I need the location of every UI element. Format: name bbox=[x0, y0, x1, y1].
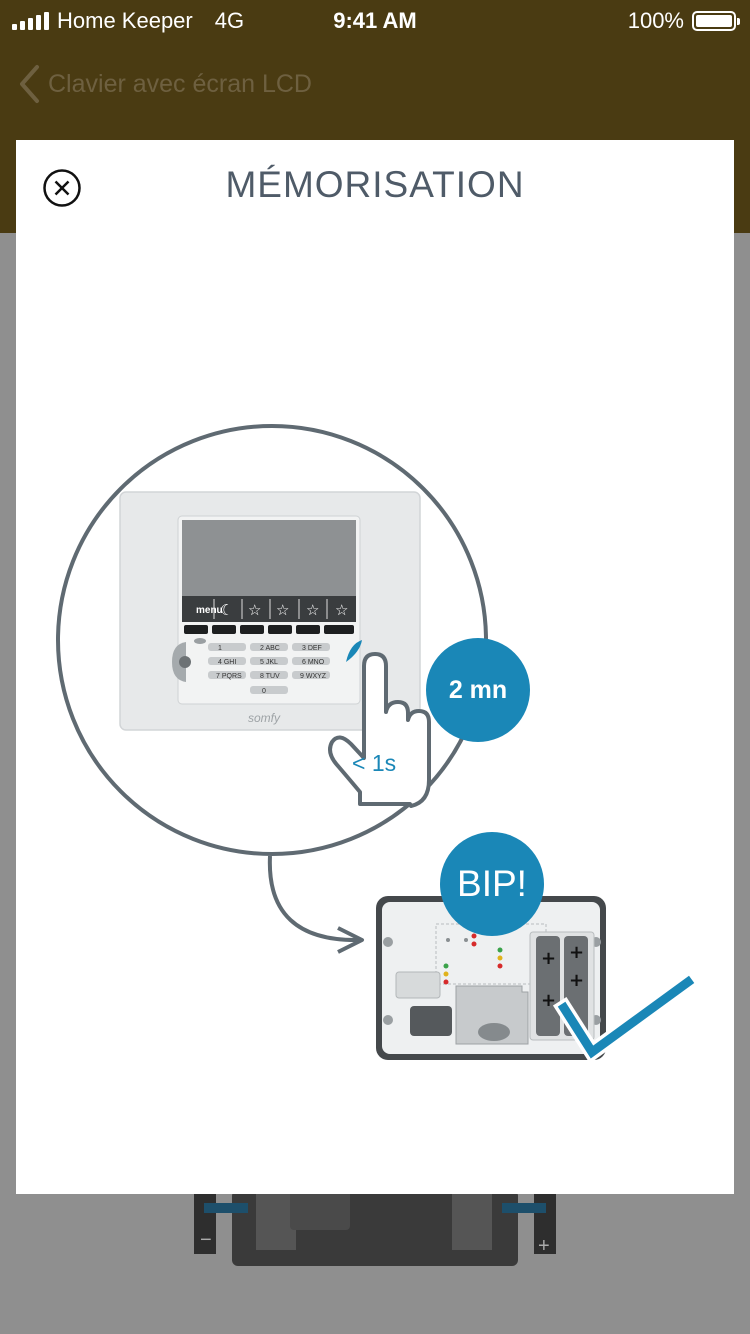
svg-text:+: + bbox=[541, 990, 556, 1011]
timer-badge: 2 mn bbox=[426, 638, 530, 742]
keypad-key: 8 TUV bbox=[260, 673, 280, 680]
keypad-key: 3 DEF bbox=[302, 645, 322, 652]
status-left: Home Keeper 4G bbox=[12, 8, 244, 34]
lcd-screen bbox=[182, 520, 356, 598]
battery-icon bbox=[692, 11, 740, 31]
svg-text:+: + bbox=[569, 942, 584, 963]
star-icon: ☆ bbox=[248, 601, 261, 619]
keypad-menu-label: menu bbox=[196, 605, 223, 616]
highlight-key bbox=[346, 640, 362, 662]
status-time: 9:41 AM bbox=[333, 8, 417, 33]
svg-text:−: − bbox=[200, 1229, 212, 1251]
keypad-key: 4 GHI bbox=[218, 659, 236, 666]
keypad-key: 5 JKL bbox=[260, 659, 278, 666]
back-button[interactable]: Clavier avec écran LCD bbox=[18, 64, 312, 104]
star-icon: ☆ bbox=[335, 601, 348, 619]
memorisation-illustration: menu ☾ ☆ ☆ ☆ ☆ 1 2 ABC 3 DEF 4 GH bbox=[56, 424, 700, 1064]
moon-icon: ☾ bbox=[220, 601, 233, 619]
keypad-key: 9 WXYZ bbox=[300, 673, 327, 680]
keypad-key: 2 ABC bbox=[260, 645, 280, 652]
keypad-key: 1 bbox=[218, 645, 222, 652]
star-icon: ☆ bbox=[276, 601, 289, 619]
check-icon bbox=[557, 975, 695, 1059]
svg-text:+: + bbox=[541, 948, 556, 969]
battery-percent: 100% bbox=[627, 8, 684, 33]
star-icon: ☆ bbox=[306, 601, 319, 619]
keypad-key: 0 bbox=[262, 688, 266, 695]
memorisation-modal: MÉMORISATION menu ☾ ☆ ☆ ☆ ☆ bbox=[16, 140, 734, 1194]
pointing-hand-icon bbox=[328, 652, 431, 808]
background-device-illustration: − + bbox=[194, 1190, 556, 1266]
keypad-brand: somfy bbox=[248, 711, 281, 725]
press-duration-label: < 1s bbox=[352, 750, 397, 776]
status-right: 100% bbox=[627, 8, 740, 34]
close-circle-icon[interactable] bbox=[42, 168, 82, 208]
status-bar: Home Keeper 4G 9:41 AM 100% bbox=[0, 0, 750, 40]
keypad-key: 7 PQRS bbox=[216, 673, 242, 680]
keypad-key: 6 MNO bbox=[302, 659, 325, 666]
network-type: 4G bbox=[214, 8, 245, 33]
flow-arrow bbox=[267, 855, 361, 943]
modal-title: MÉMORISATION bbox=[225, 164, 525, 205]
chevron-left-icon bbox=[20, 65, 39, 103]
signal-icon bbox=[12, 12, 49, 30]
carrier-name: Home Keeper bbox=[57, 8, 193, 33]
svg-text:+: + bbox=[569, 970, 584, 991]
nav-title: Clavier avec écran LCD bbox=[48, 69, 312, 98]
beep-badge: BIP! bbox=[440, 832, 544, 936]
svg-text:+: + bbox=[538, 1235, 550, 1257]
central-unit-illustration: + + + + bbox=[376, 896, 606, 1060]
